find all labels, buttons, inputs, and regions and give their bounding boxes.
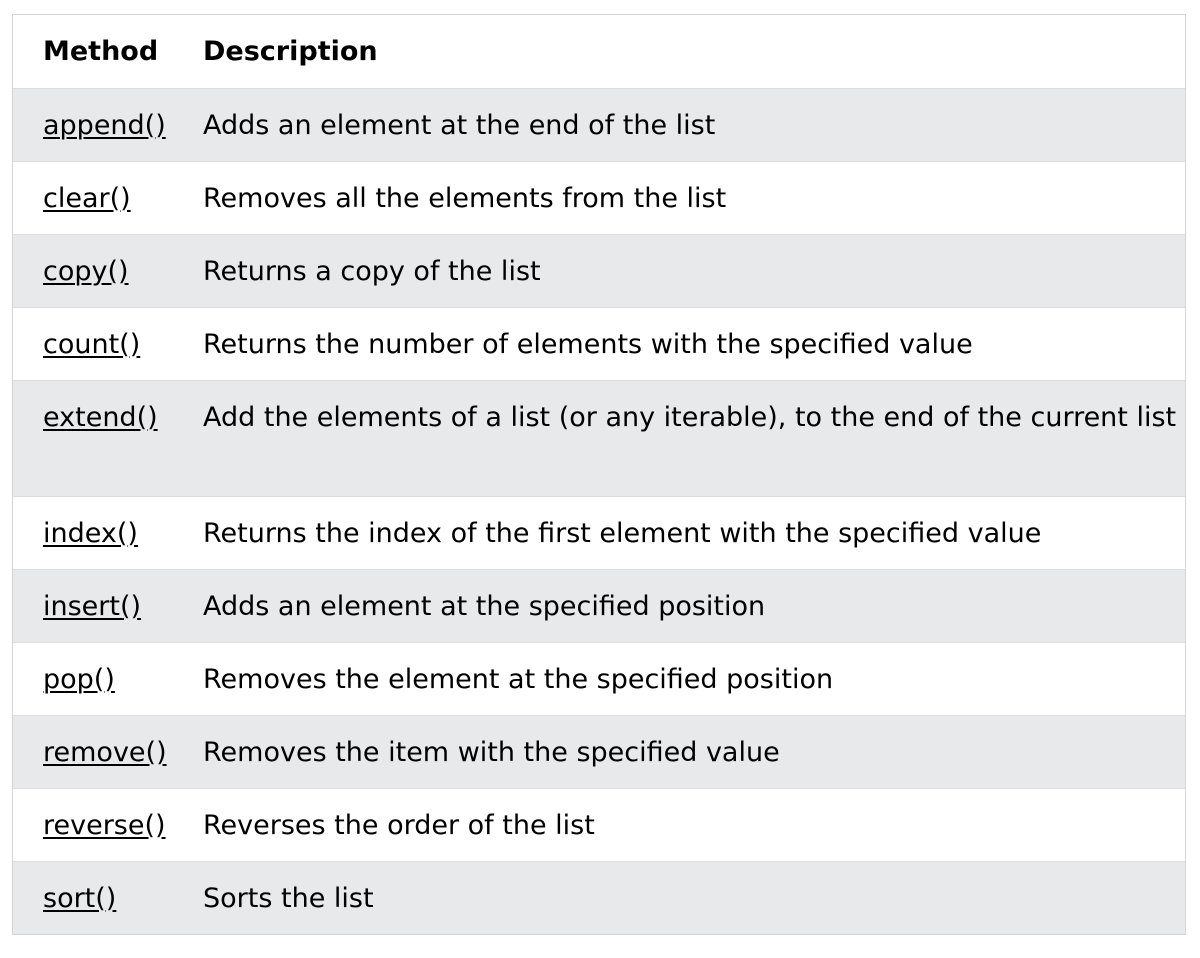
method-description: Returns the index of the first element w… — [201, 495, 1185, 569]
method-link-remove[interactable]: remove() — [43, 736, 167, 768]
method-link-append[interactable]: append() — [43, 109, 166, 141]
table-row: extend() Add the elements of a list (or … — [13, 379, 1185, 496]
method-description: Sorts the list — [201, 860, 1185, 934]
method-description: Adds an element at the specified positio… — [201, 568, 1185, 642]
table-row: copy() Returns a copy of the list — [13, 233, 1185, 307]
column-header-description: Description — [201, 15, 1185, 88]
table-row: clear() Removes all the elements from th… — [13, 160, 1185, 234]
method-description: Removes the item with the specified valu… — [201, 714, 1185, 788]
method-link-sort[interactable]: sort() — [43, 882, 117, 914]
table-row: append() Adds an element at the end of t… — [13, 87, 1185, 161]
method-link-pop[interactable]: pop() — [43, 663, 115, 695]
method-link-reverse[interactable]: reverse() — [43, 809, 166, 841]
table-row: index() Returns the index of the first e… — [13, 495, 1185, 569]
table-header-row: Method Description — [13, 15, 1185, 88]
method-link-index[interactable]: index() — [43, 517, 138, 549]
column-header-method: Method — [13, 15, 201, 88]
method-link-copy[interactable]: copy() — [43, 255, 129, 287]
method-link-clear[interactable]: clear() — [43, 182, 131, 214]
table-row: insert() Adds an element at the specifie… — [13, 568, 1185, 642]
table-row: reverse() Reverses the order of the list — [13, 787, 1185, 861]
method-description: Removes all the elements from the list — [201, 160, 1185, 234]
method-description: Removes the element at the specified pos… — [201, 641, 1185, 715]
method-link-insert[interactable]: insert() — [43, 590, 142, 622]
method-description: Add the elements of a list (or any itera… — [201, 379, 1185, 496]
method-link-count[interactable]: count() — [43, 328, 141, 360]
method-description: Adds an element at the end of the list — [201, 87, 1185, 161]
method-description: Returns the number of elements with the … — [201, 306, 1185, 380]
list-methods-table-container: Method Description append() Adds an elem… — [12, 14, 1186, 935]
table-row: pop() Removes the element at the specifi… — [13, 641, 1185, 715]
table-row: count() Returns the number of elements w… — [13, 306, 1185, 380]
method-link-extend[interactable]: extend() — [43, 401, 158, 433]
table-row: sort() Sorts the list — [13, 860, 1185, 934]
method-description: Returns a copy of the list — [201, 233, 1185, 307]
list-methods-table: Method Description append() Adds an elem… — [13, 15, 1185, 934]
method-description: Reverses the order of the list — [201, 787, 1185, 861]
table-row: remove() Removes the item with the speci… — [13, 714, 1185, 788]
